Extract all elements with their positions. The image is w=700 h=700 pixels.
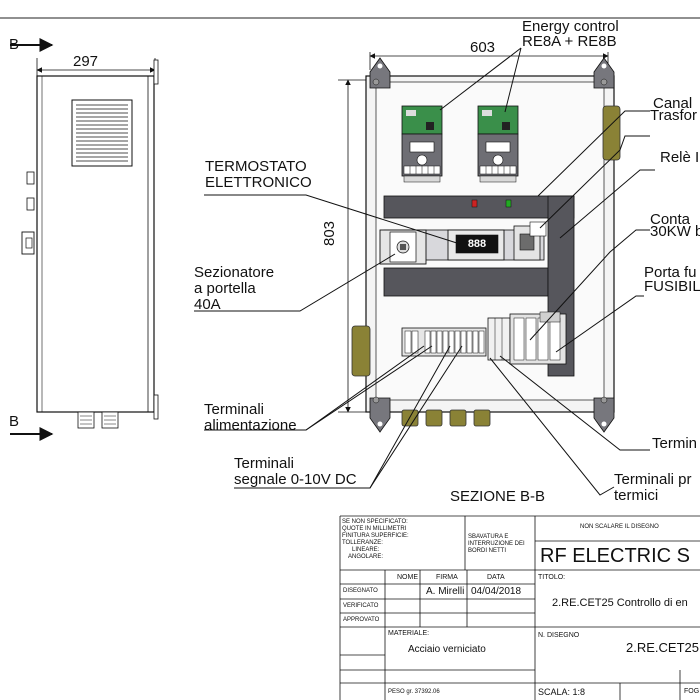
label-sezionatore: Sezionatore bbox=[194, 264, 275, 281]
label-energy-control-models: RE8A + RE8B bbox=[522, 33, 617, 50]
tb-note-4: TOLLERANZE: bbox=[342, 540, 383, 546]
side-width-value: 297 bbox=[73, 53, 99, 70]
label-elettronico: ELETTRONICO bbox=[205, 174, 312, 191]
tb-n-disegno-value: 2.RE.CET25 bbox=[626, 640, 699, 655]
leader-lines bbox=[194, 47, 655, 496]
tb-disegnato-data: 04/04/2018 bbox=[471, 586, 522, 597]
bracket-bottom-left bbox=[369, 397, 391, 433]
label-fusibili: FUSIBILI bbox=[644, 278, 700, 295]
tb-note-2: QUOTE IN MILLIMETRI bbox=[342, 526, 407, 532]
tb-sbavatura-2: INTERRUZIONE DEI bbox=[468, 541, 525, 547]
label-40a: 40A bbox=[194, 296, 221, 313]
cable-duct-middle bbox=[383, 267, 549, 297]
label-energy-control: Energy control bbox=[522, 18, 619, 35]
label-trasfor: Trasfor bbox=[650, 107, 697, 124]
side-view bbox=[10, 38, 159, 441]
section-mark-top: B- bbox=[9, 36, 24, 53]
label-terminali-protezione: Terminali pr bbox=[614, 471, 692, 488]
bracket-top-left bbox=[369, 57, 391, 89]
tb-disegnato-firma: A. Mirelli bbox=[426, 586, 465, 597]
fuse-holder bbox=[487, 317, 511, 361]
label-portella: a portella bbox=[194, 280, 256, 297]
tb-sbavatura-1: SBAVATURA E bbox=[468, 534, 509, 540]
label-termostato: TERMOSTATO bbox=[205, 158, 307, 175]
tb-titolo-label: TITOLO: bbox=[538, 574, 566, 581]
tb-note-6: ANGOLARE: bbox=[348, 554, 384, 560]
thermostat-display bbox=[455, 234, 499, 254]
tb-note-5: LINEARE: bbox=[352, 547, 380, 553]
front-height-value: 803 bbox=[321, 220, 338, 246]
title-block-grid bbox=[339, 515, 700, 700]
bracket-top-right bbox=[593, 57, 615, 89]
energy-control-module-2 bbox=[477, 105, 519, 183]
label-alimentazione: alimentazione bbox=[204, 417, 297, 434]
label-conta: Conta bbox=[650, 211, 691, 228]
section-mark-bottom: B bbox=[9, 413, 20, 430]
tb-materiale-value: Acciaio verniciato bbox=[408, 644, 486, 655]
tb-row-approvato: APPROVATO bbox=[343, 617, 380, 623]
tb-sbavatura-3: BORDI NETTI bbox=[468, 548, 507, 554]
tb-foglio: FOG bbox=[684, 688, 700, 695]
label-canal: Canal bbox=[653, 95, 693, 112]
thermostat-display-value: 888 bbox=[467, 238, 487, 250]
tb-note-1: SE NON SPECIFICATO: bbox=[342, 519, 408, 525]
hinge-left bbox=[351, 325, 371, 377]
label-sezione-bb: SEZIONE B-B bbox=[450, 488, 546, 505]
tb-col-data: DATA bbox=[487, 574, 505, 581]
label-terminali-alimentazione: Terminali bbox=[204, 401, 265, 418]
label-termici: termici bbox=[614, 487, 659, 504]
front-width-value: 603 bbox=[470, 39, 496, 56]
led-green bbox=[505, 199, 512, 208]
led-red bbox=[471, 199, 478, 208]
tb-materiale-label: MATERIALE: bbox=[388, 630, 430, 637]
label-conta-30kw: 30KW b bbox=[650, 223, 700, 240]
tb-row-verificato: VERIFICATO bbox=[343, 603, 379, 609]
tb-company: RF ELECTRIC S bbox=[540, 545, 691, 567]
energy-control-module-1 bbox=[401, 105, 443, 183]
front-view bbox=[338, 52, 621, 433]
label-porta-fusibili: Porta fu bbox=[644, 264, 697, 281]
label-terminali-segnale: Terminali bbox=[234, 455, 295, 472]
cable-duct-top bbox=[383, 195, 575, 219]
bracket-bottom-right bbox=[593, 397, 615, 433]
label-rele: Relè I bbox=[660, 149, 700, 166]
tb-title-text: 2.RE.CET25 Controllo di en bbox=[552, 597, 688, 609]
tb-n-disegno-label: N. DISEGNO bbox=[538, 632, 580, 639]
tb-scala: SCALA: 1:8 bbox=[538, 687, 586, 697]
tb-peso: PESO gr. 37392.06 bbox=[388, 689, 440, 695]
label-termin-right: Termin bbox=[652, 435, 698, 452]
tb-col-nome: NOME bbox=[397, 574, 418, 581]
label-segnale-0-10v: segnale 0-10V DC bbox=[234, 471, 357, 488]
tb-col-firma: FIRMA bbox=[436, 574, 458, 581]
tb-row-disegnato: DISEGNATO bbox=[343, 588, 378, 594]
tb-note-3: FINITURA SUPERFICIE: bbox=[342, 533, 409, 539]
tb-non-scalare: NON SCALARE IL DISEGNO bbox=[580, 524, 659, 530]
